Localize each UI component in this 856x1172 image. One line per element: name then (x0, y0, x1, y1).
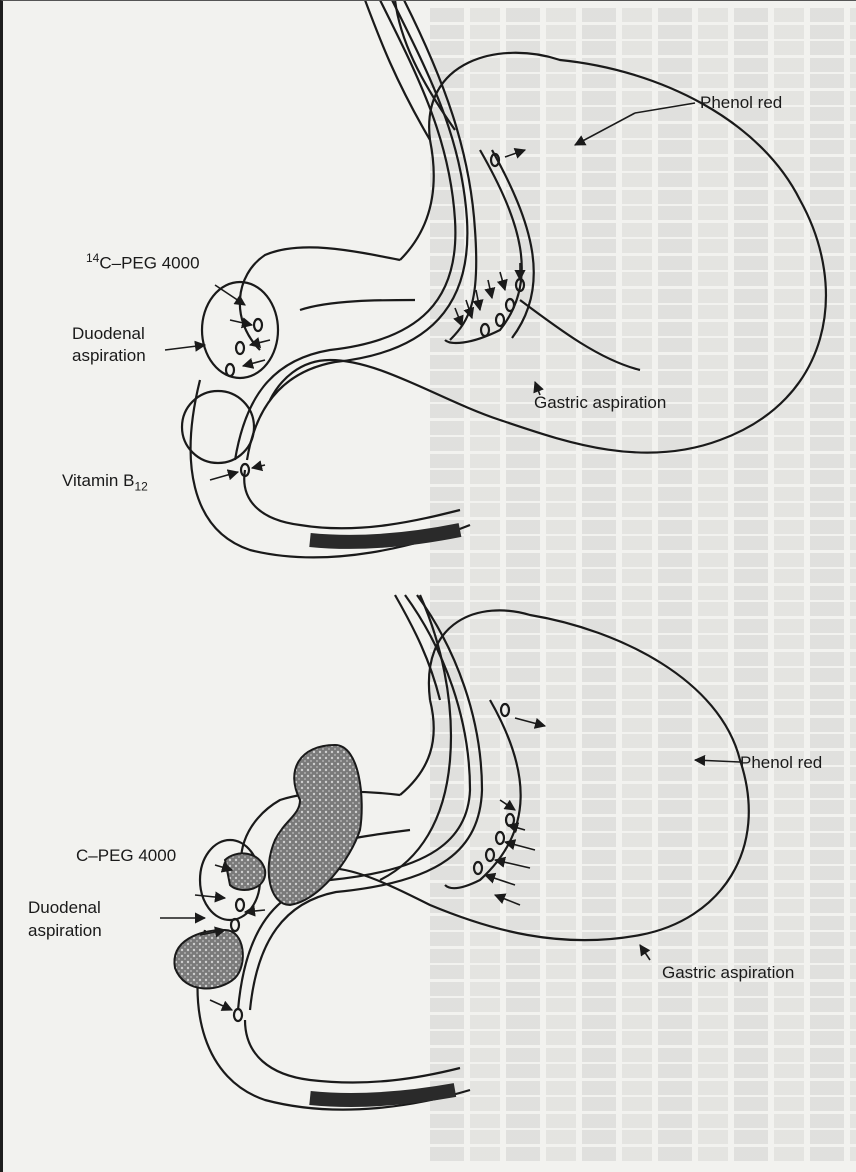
page-frame (0, 0, 856, 1172)
page: Phenol red 14C–PEG 4000 Duodenal aspirat… (0, 0, 856, 1172)
